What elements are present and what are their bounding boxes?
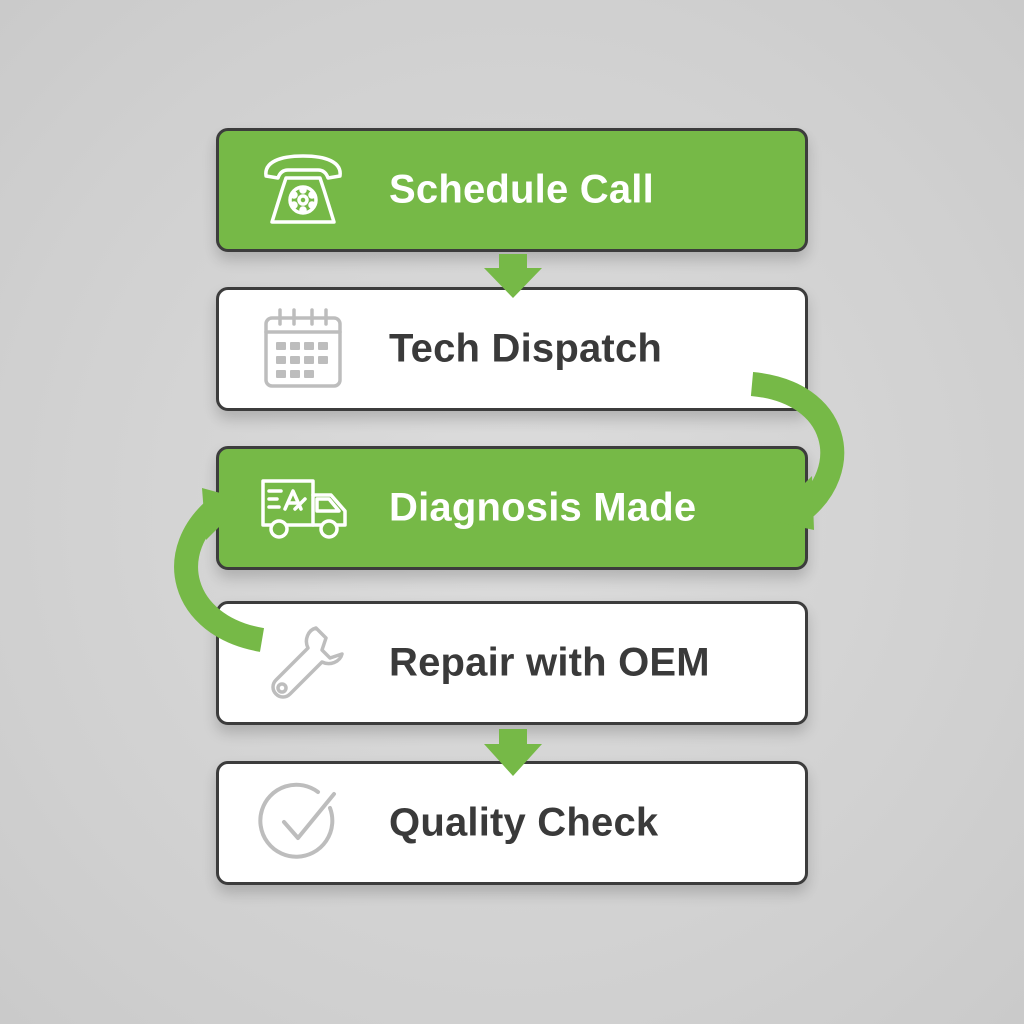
step-schedule-call: Schedule Call — [216, 128, 808, 252]
step-quality-check: Quality Check — [216, 761, 808, 885]
wrench-icon — [255, 615, 351, 711]
step-label: Schedule Call — [389, 167, 654, 212]
truck-icon — [255, 460, 351, 556]
step-diagnosis-made: Diagnosis Made — [216, 446, 808, 570]
step-label: Repair with OEM — [389, 640, 710, 685]
step-label: Quality Check — [389, 800, 659, 845]
step-label: Diagnosis Made — [389, 485, 697, 530]
step-label: Tech Dispatch — [389, 326, 663, 371]
step-repair-with-oem: Repair with OEM — [216, 601, 808, 725]
step-tech-dispatch: Tech Dispatch — [216, 287, 808, 411]
calendar-icon — [255, 301, 351, 397]
checkmark-icon — [255, 775, 351, 871]
telephone-icon — [255, 142, 351, 238]
